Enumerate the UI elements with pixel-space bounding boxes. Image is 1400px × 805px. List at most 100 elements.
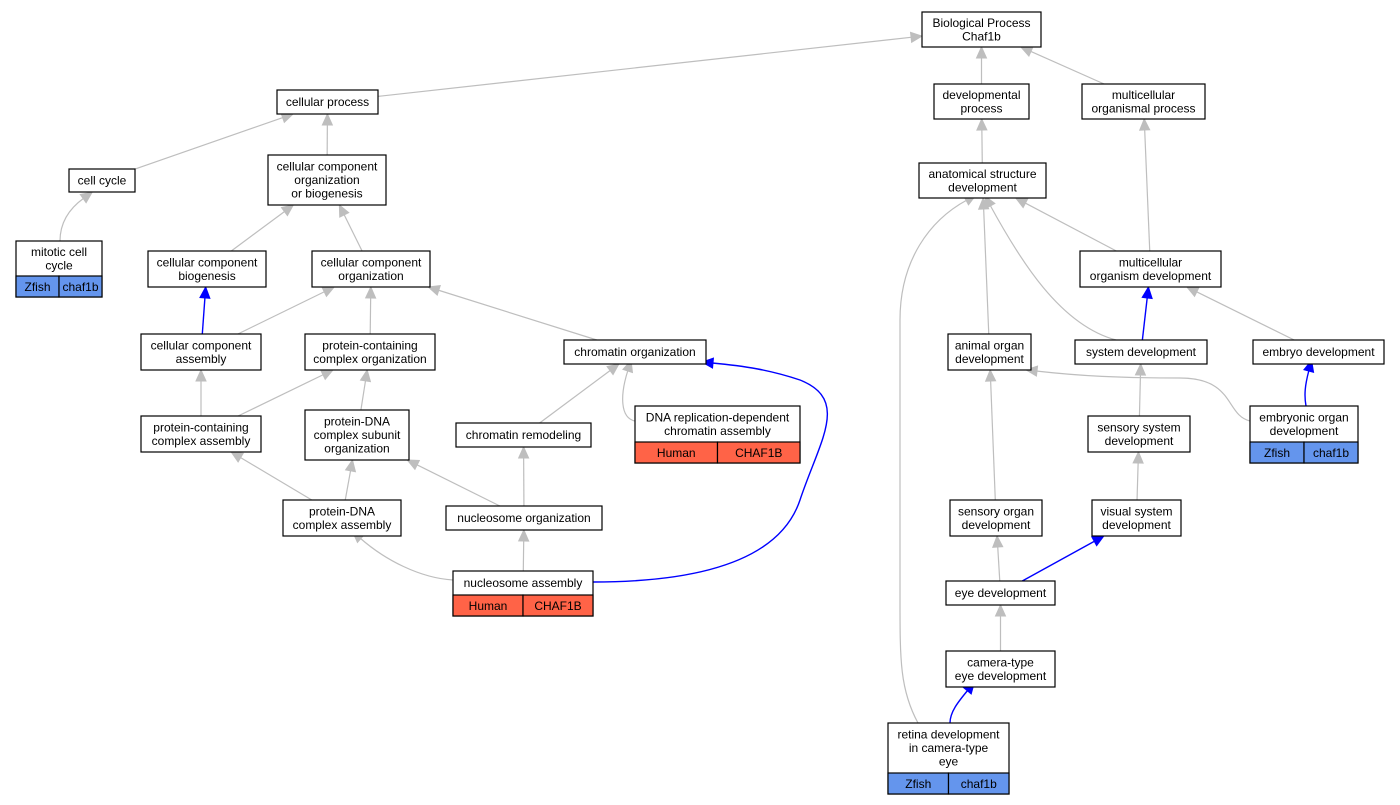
arrowhead bbox=[517, 528, 530, 542]
edge-cc_assembly-to-cc_organization bbox=[237, 286, 336, 335]
edges-layer bbox=[59, 31, 1315, 724]
edge-visual_system_development-to-sensory_system_development bbox=[1132, 450, 1144, 501]
node-label-line: development bbox=[948, 180, 1017, 194]
edge-system_development-to-anatomical_structure_development bbox=[984, 195, 1117, 341]
node-chromatin-organization[interactable]: chromatin organization bbox=[563, 339, 707, 365]
node-box bbox=[147, 250, 267, 288]
node-chromatin-remodeling[interactable]: chromatin remodeling bbox=[455, 422, 592, 448]
node-cellular-process[interactable]: cellular process bbox=[276, 89, 379, 115]
node-box bbox=[563, 339, 707, 365]
edge-cc_biogenesis-to-ccob bbox=[230, 204, 295, 252]
node-embryo-development[interactable]: embryo development bbox=[1252, 339, 1385, 365]
edge-line bbox=[539, 369, 612, 424]
edge-line bbox=[415, 463, 501, 507]
node-label-line: organism development bbox=[1090, 269, 1212, 283]
arrowhead bbox=[1024, 365, 1039, 377]
node-label-line: Biological Process bbox=[932, 16, 1030, 30]
edge-pc_complex_assembly-to-cc_assembly bbox=[195, 368, 207, 416]
node-label-line: process bbox=[960, 101, 1002, 115]
node-label-line: camera-type bbox=[967, 655, 1034, 669]
edge-nucleosome_organization-to-chromatin_remodeling bbox=[517, 445, 530, 507]
node-eye-development[interactable]: eye development bbox=[945, 580, 1056, 606]
arrowhead bbox=[700, 357, 715, 369]
node-nucleosome-organization[interactable]: nucleosome organization bbox=[445, 505, 603, 531]
arrowhead bbox=[975, 45, 988, 59]
node-label-line: chromatin organization bbox=[574, 345, 695, 359]
node-label-line: sensory organ bbox=[958, 504, 1034, 518]
annotation-species: Human bbox=[469, 599, 508, 613]
node-label-line: eye bbox=[939, 755, 959, 769]
edge-eye_development-to-visual_system_development bbox=[1021, 535, 1105, 582]
node-label-line: cellular component bbox=[321, 255, 422, 269]
edge-system_development-to-multicellular_organism_development bbox=[1141, 285, 1153, 341]
node-cell-cycle[interactable]: cell cycle bbox=[68, 168, 136, 193]
node-label-line: cell cycle bbox=[78, 174, 127, 188]
arrowhead bbox=[364, 285, 377, 299]
node-label-line: cycle bbox=[45, 258, 73, 272]
arrowhead bbox=[195, 368, 207, 382]
edge-sensory_system_development-to-system_development bbox=[1134, 362, 1147, 417]
node-system-development[interactable]: system development bbox=[1074, 339, 1208, 365]
node-box bbox=[1079, 250, 1222, 288]
node-box bbox=[918, 162, 1047, 199]
node-box bbox=[68, 168, 136, 193]
edge-multicellular_organismal_process-to-bp_chaf1b bbox=[1019, 46, 1105, 85]
edge-camera_type_eye_development-to-eye_development bbox=[994, 603, 1007, 651]
edge-line bbox=[344, 469, 352, 501]
edge-line bbox=[1035, 370, 1251, 422]
edge-line bbox=[437, 289, 598, 341]
annotation-gene-cell bbox=[58, 275, 103, 298]
edge-line bbox=[1136, 461, 1139, 501]
node-label-line: development bbox=[1102, 518, 1171, 532]
node-label-line: biogenesis bbox=[178, 269, 235, 283]
edge-developmental_process-to-bp_chaf1b bbox=[975, 45, 988, 84]
node-box bbox=[282, 499, 402, 537]
edge-line bbox=[237, 373, 325, 417]
node-box bbox=[1087, 415, 1191, 453]
node-label-line: Chaf1b bbox=[962, 29, 1001, 43]
edge-pdna_subunit_org-to-pc_complex_organization bbox=[359, 368, 372, 411]
edge-line bbox=[899, 199, 968, 724]
node-box bbox=[947, 333, 1032, 371]
annotation-gene: CHAF1B bbox=[534, 599, 581, 613]
edge-nucleosome_assembly-to-chromatin_organization bbox=[592, 357, 829, 583]
edge-nucleosome_organization-to-pdna_subunit_org bbox=[406, 459, 501, 507]
node-label-line: organization bbox=[294, 173, 359, 187]
annotation-row: Human CHAF1B bbox=[452, 594, 594, 617]
arrowhead bbox=[994, 603, 1007, 617]
node-box bbox=[304, 333, 436, 371]
edge-animal_organ_development-to-anatomical_structure_development bbox=[977, 196, 990, 335]
node-box bbox=[455, 422, 592, 448]
arrowhead bbox=[359, 368, 372, 383]
edge-line bbox=[983, 207, 990, 335]
arrowhead bbox=[79, 191, 94, 204]
edge-line bbox=[1021, 540, 1096, 582]
edge-line bbox=[1141, 296, 1148, 341]
node-label-line: complex assembly bbox=[293, 518, 392, 532]
